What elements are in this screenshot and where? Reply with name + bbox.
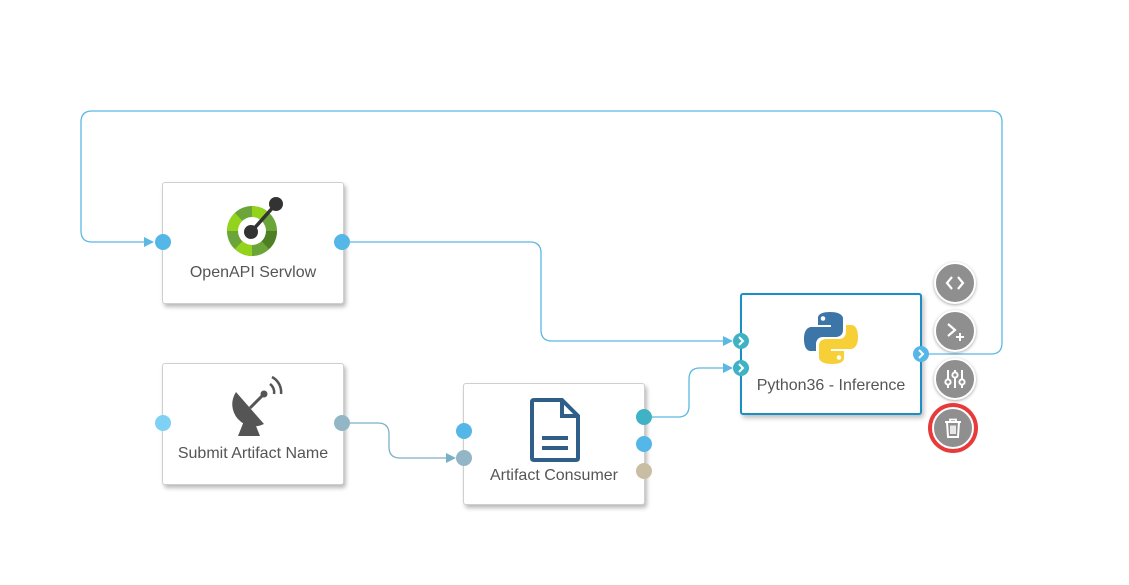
node-label: Artifact Consumer xyxy=(489,467,619,484)
node-submit-artifact-name[interactable]: Submit Artifact Name xyxy=(162,363,344,485)
artifact-output-port-2[interactable] xyxy=(636,436,652,452)
openapi-logo-icon xyxy=(227,197,283,256)
python-logo-icon xyxy=(804,312,858,364)
sliders-icon xyxy=(944,370,966,388)
edge-python-to-openapi[interactable] xyxy=(80,110,1003,355)
terminal-plus-icon xyxy=(947,323,964,341)
node-openapi-servlow[interactable]: OpenAPI Servlow xyxy=(162,182,344,304)
python-output-port[interactable] xyxy=(913,346,929,362)
code-brackets-icon xyxy=(945,276,965,290)
openapi-output-port[interactable] xyxy=(334,234,350,250)
satellite-dish-icon xyxy=(232,375,283,436)
add-terminal-button[interactable] xyxy=(934,310,976,352)
trash-icon xyxy=(945,418,961,438)
chevron-right-icon xyxy=(738,363,745,373)
code-view-button[interactable] xyxy=(934,262,976,304)
edge-submit-to-artifact[interactable] xyxy=(350,422,456,463)
chevron-right-icon xyxy=(918,349,925,359)
submit-input-port[interactable] xyxy=(155,415,171,431)
python-input-port-1[interactable] xyxy=(733,333,749,349)
node-label: OpenAPI Servlow xyxy=(189,264,317,281)
node-python36-inference[interactable]: Python36 - Inference xyxy=(740,293,922,415)
document-icon xyxy=(530,398,580,462)
artifact-input-port-1[interactable] xyxy=(456,423,472,439)
node-artifact-consumer[interactable]: Artifact Consumer xyxy=(463,383,645,505)
edge-artifact-to-python[interactable] xyxy=(652,363,733,418)
settings-button[interactable] xyxy=(934,358,976,400)
python-input-port-2[interactable] xyxy=(733,360,749,376)
artifact-output-port-1[interactable] xyxy=(636,409,652,425)
delete-button[interactable] xyxy=(932,407,974,449)
artifact-output-port-3[interactable] xyxy=(636,463,652,479)
edge-openapi-to-python[interactable] xyxy=(350,241,733,346)
node-label: Submit Artifact Name xyxy=(177,445,329,462)
node-label: Python36 - Inference xyxy=(756,377,906,394)
chevron-right-icon xyxy=(738,336,745,346)
openapi-input-port[interactable] xyxy=(155,234,171,250)
artifact-input-port-2[interactable] xyxy=(456,450,472,466)
submit-output-port[interactable] xyxy=(334,415,350,431)
